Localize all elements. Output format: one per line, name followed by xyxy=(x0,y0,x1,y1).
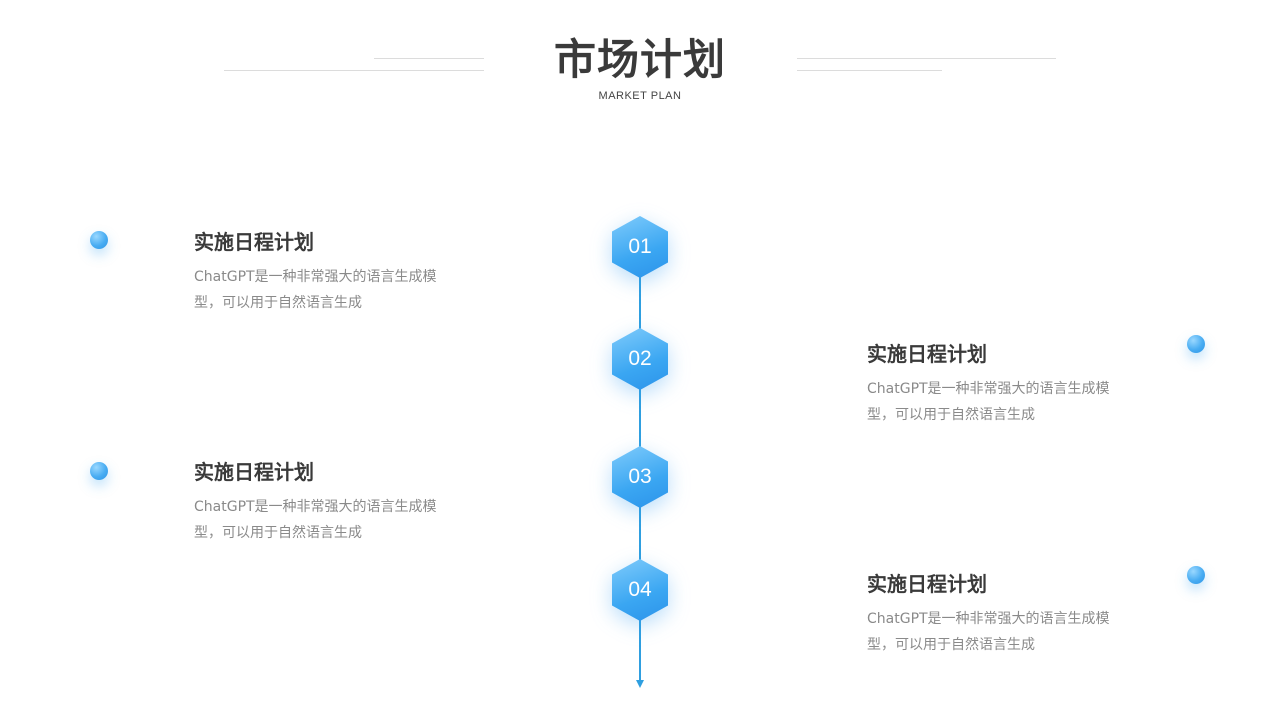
step-item-02: 实施日程计划 ChatGPT是一种非常强大的语言生成模型，可以用于自然语言生成 xyxy=(867,340,1137,428)
step-number: 01 xyxy=(628,235,652,258)
bullet-dot-icon xyxy=(1187,566,1205,584)
page-subtitle: MARKET PLAN xyxy=(598,90,682,102)
step-item-01: 实施日程计划 ChatGPT是一种非常强大的语言生成模型，可以用于自然语言生成 xyxy=(194,228,464,316)
step-description: ChatGPT是一种非常强大的语言生成模型，可以用于自然语言生成 xyxy=(867,611,1110,653)
step-marker-03: 03 xyxy=(612,446,668,508)
step-description: ChatGPT是一种非常强大的语言生成模型，可以用于自然语言生成 xyxy=(194,499,437,541)
step-number: 04 xyxy=(628,578,652,601)
step-marker-01: 01 xyxy=(612,216,668,278)
page-title: 市场计划 xyxy=(553,35,726,84)
header-line-right-long xyxy=(797,58,1056,59)
step-item-03: 实施日程计划 ChatGPT是一种非常强大的语言生成模型，可以用于自然语言生成 xyxy=(194,458,464,546)
step-title: 实施日程计划 xyxy=(194,230,314,254)
step-description: ChatGPT是一种非常强大的语言生成模型，可以用于自然语言生成 xyxy=(867,381,1110,423)
step-item-04: 实施日程计划 ChatGPT是一种非常强大的语言生成模型，可以用于自然语言生成 xyxy=(867,570,1137,658)
bullet-dot-icon xyxy=(1187,335,1205,353)
step-title: 实施日程计划 xyxy=(867,572,987,596)
step-title: 实施日程计划 xyxy=(194,460,314,484)
step-marker-04: 04 xyxy=(612,559,668,621)
bullet-dot-icon xyxy=(90,462,108,480)
timeline-arrow-icon xyxy=(636,680,644,688)
header-line-right-short xyxy=(797,70,942,71)
step-number: 02 xyxy=(628,347,652,370)
step-description: ChatGPT是一种非常强大的语言生成模型，可以用于自然语言生成 xyxy=(194,269,437,311)
step-title: 实施日程计划 xyxy=(867,342,987,366)
header-line-left-long xyxy=(224,70,484,71)
step-marker-02: 02 xyxy=(612,328,668,390)
step-number: 03 xyxy=(628,465,652,488)
bullet-dot-icon xyxy=(90,231,108,249)
header-line-left-short xyxy=(374,58,484,59)
